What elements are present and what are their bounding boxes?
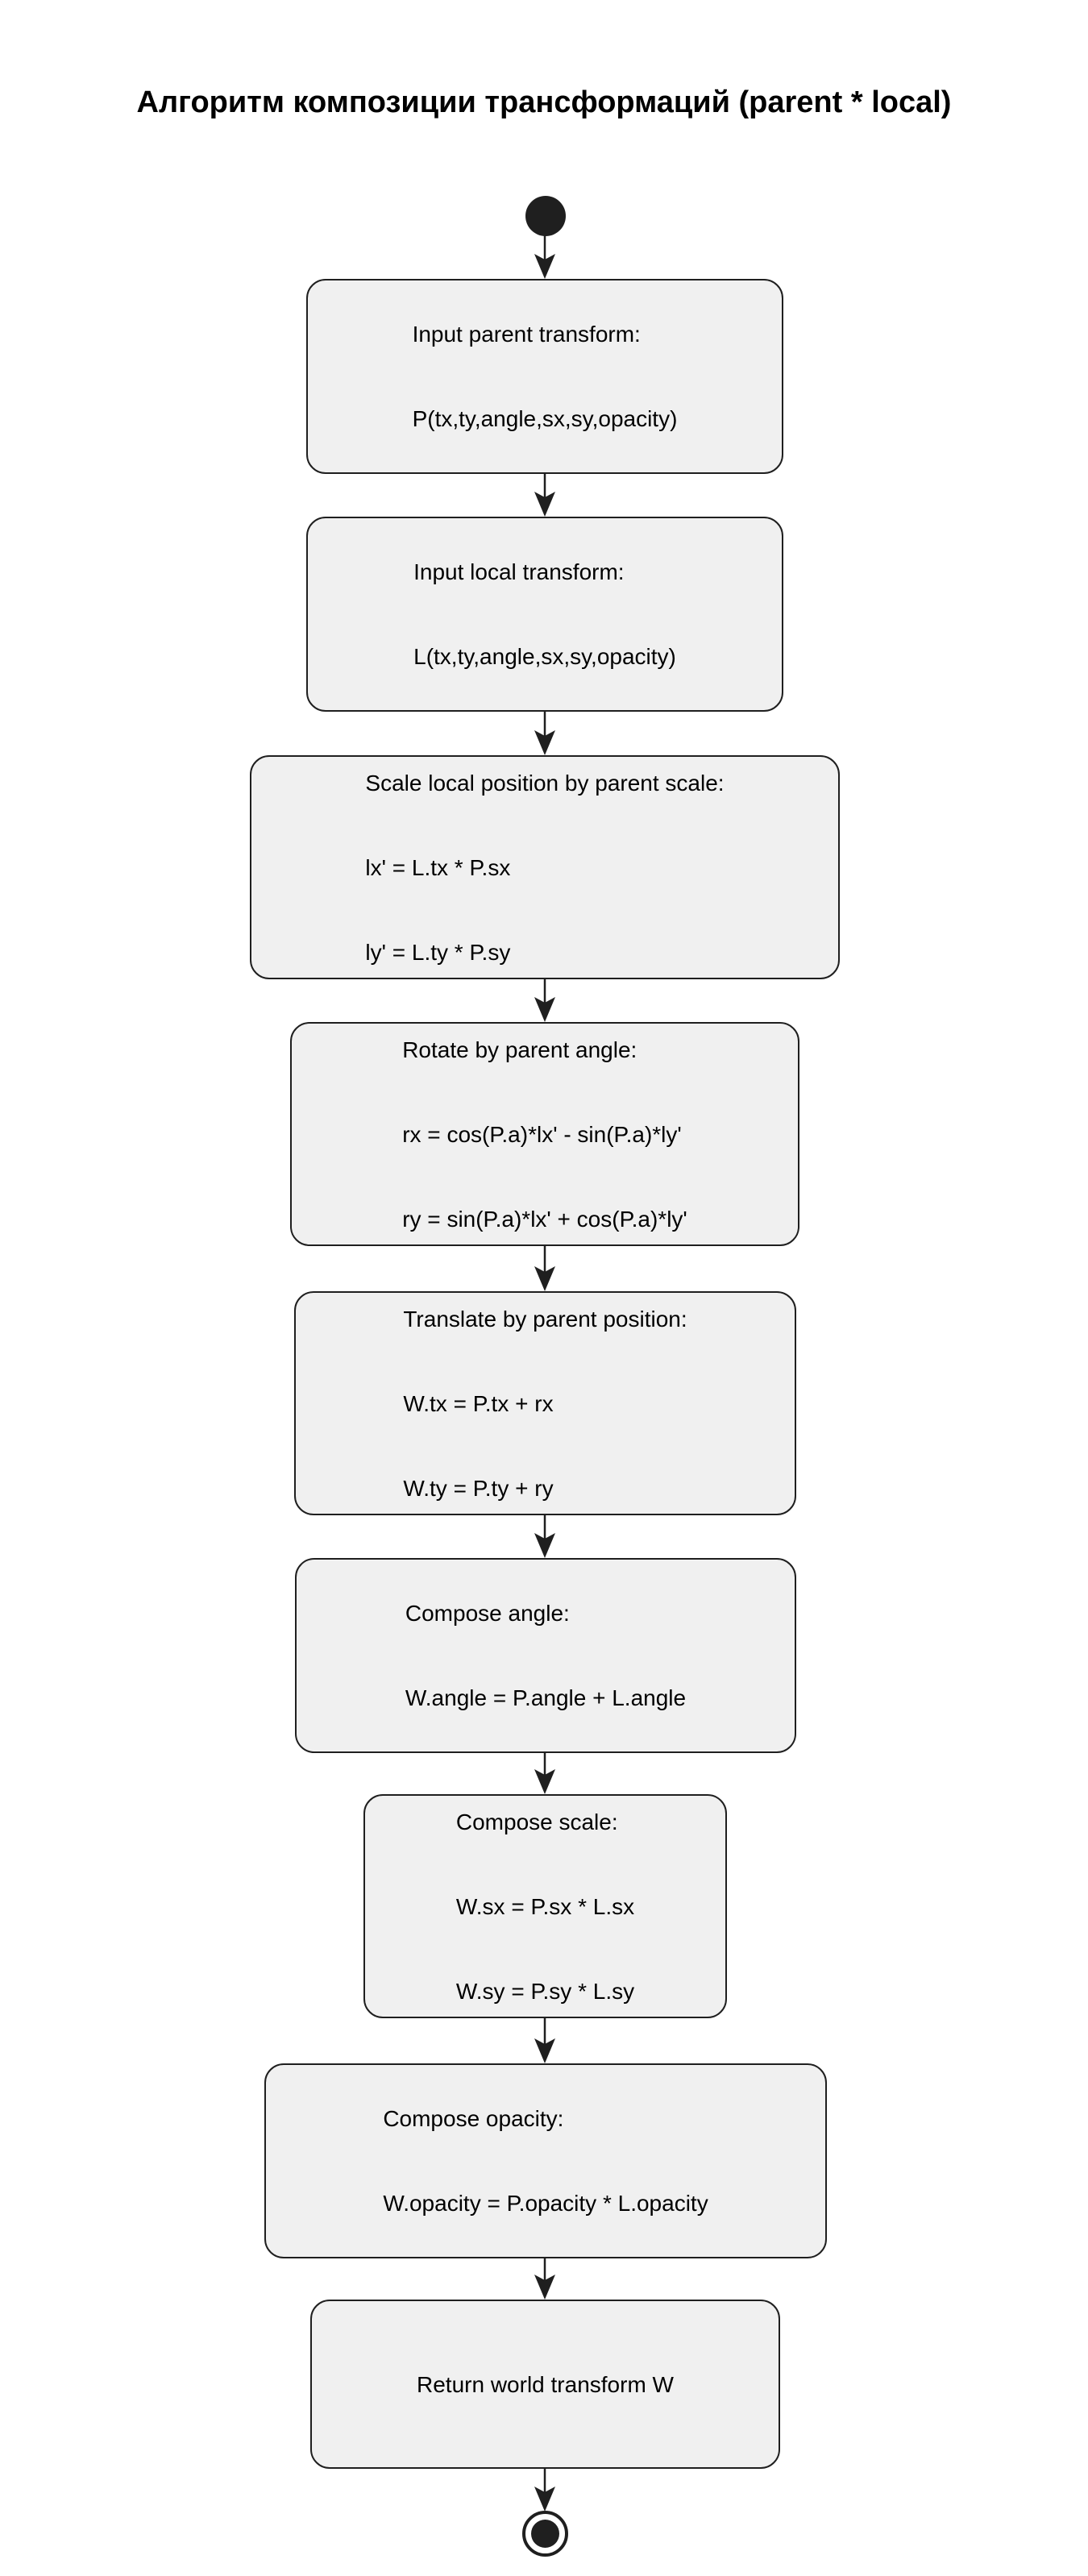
node-text-line: W.opacity = P.opacity * L.opacity	[383, 2191, 708, 2216]
node-text-line: lx' = L.tx * P.sx	[365, 854, 511, 880]
node-text-line: Return world transform W	[417, 2371, 674, 2397]
arrow-down-icon	[534, 1246, 555, 1291]
activity-node-compose-opacity: Compose opacity: W.opacity = P.opacity *…	[264, 2063, 827, 2258]
activity-node-compose-angle: Compose angle: W.angle = P.angle + L.ang…	[295, 1558, 796, 1753]
node-text-line: Scale local position by parent scale:	[365, 770, 725, 796]
node-text-line: ly' = L.ty * P.sy	[365, 939, 511, 965]
activity-node-compose-scale: Compose scale: W.sx = P.sx * L.sx W.sy =…	[363, 1794, 727, 2018]
node-text-line: rx = cos(P.a)*lx' - sin(P.a)*ly'	[402, 1121, 682, 1147]
arrow-down-icon	[534, 979, 555, 1022]
node-text-line: Compose scale:	[455, 1809, 618, 1834]
node-text-line: Compose opacity:	[383, 2106, 564, 2131]
arrow-down-icon	[534, 474, 555, 517]
arrow-down-icon	[534, 2018, 555, 2063]
node-text-line: W.ty = P.ty + ry	[403, 1475, 554, 1501]
node-text-line: W.sx = P.sx * L.sx	[455, 1893, 635, 1919]
node-text-line: W.angle = P.angle + L.angle	[405, 1685, 687, 1710]
end-node-dot	[531, 2520, 559, 2548]
arrow-down-icon	[534, 1753, 555, 1794]
node-text-line: Input local transform:	[413, 559, 625, 584]
node-text-line: Rotate by parent angle:	[402, 1037, 637, 1062]
node-text-line: Compose angle:	[405, 1601, 570, 1626]
arrow-down-icon	[534, 2469, 555, 2512]
activity-node-translate: Translate by parent position: W.tx = P.t…	[294, 1291, 796, 1515]
node-text-line: P(tx,ty,angle,sx,sy,opacity)	[412, 406, 678, 431]
activity-node-scale-local: Scale local position by parent scale: lx…	[250, 755, 840, 979]
end-node	[522, 2511, 568, 2557]
arrow-down-icon	[534, 1515, 555, 1558]
arrow-down-icon	[534, 712, 555, 755]
node-text-line: W.sy = P.sy * L.sy	[455, 1978, 635, 2004]
node-text-line: W.tx = P.tx + rx	[403, 1390, 554, 1416]
node-text-line: Translate by parent position:	[403, 1306, 687, 1332]
activity-node-input-local: Input local transform: L(tx,ty,angle,sx,…	[306, 517, 783, 712]
node-text-line: ry = sin(P.a)*lx' + cos(P.a)*ly'	[402, 1206, 687, 1232]
diagram-title: Алгоритм композиции трансформаций (paren…	[136, 85, 952, 119]
start-node	[525, 196, 566, 236]
activity-node-input-parent: Input parent transform: P(tx,ty,angle,sx…	[306, 279, 783, 474]
node-text-line: Input parent transform:	[412, 322, 641, 347]
activity-node-rotate: Rotate by parent angle: rx = cos(P.a)*lx…	[290, 1022, 799, 1246]
arrow-down-icon	[534, 235, 555, 279]
node-text-line: L(tx,ty,angle,sx,sy,opacity)	[413, 644, 676, 669]
activity-node-return-world: Return world transform W	[310, 2300, 780, 2469]
arrow-down-icon	[534, 2258, 555, 2300]
